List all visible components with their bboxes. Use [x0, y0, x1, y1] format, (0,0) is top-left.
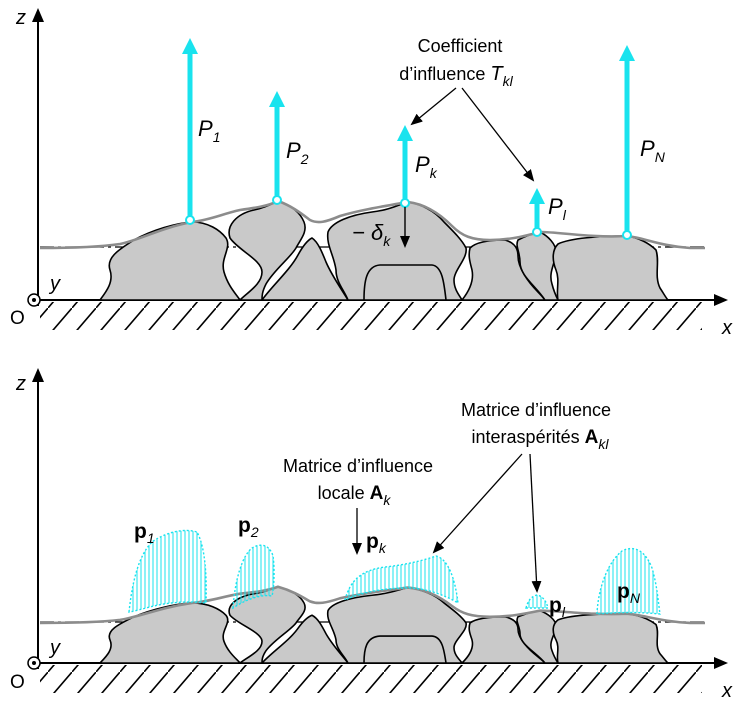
callout-local-text: locale — [318, 483, 370, 503]
label-pressure-pl-symbol: p — [549, 594, 562, 617]
label-displacement-dk: − δk — [352, 220, 391, 249]
label-pk-sub: k — [430, 165, 438, 181]
callout-local-line2: locale Ak — [318, 483, 392, 508]
pressure-distribution-p1 — [128, 529, 207, 613]
label-p2-sub: 2 — [300, 151, 309, 167]
pressure-distribution-p2 — [232, 544, 275, 610]
pressure-distribution-pk — [343, 555, 459, 605]
top-panel: z y O x P1 P2 Pk Pl PN — [10, 7, 733, 339]
label-pressure-pk: pk — [366, 530, 387, 556]
label-pressure-pn: pN — [617, 580, 641, 606]
bottom-y-label: y — [48, 637, 61, 659]
callout-local-line1: Matrice d’influence — [283, 456, 433, 476]
callout-coefficient-sub: kl — [503, 73, 514, 89]
force-p2: P2 — [269, 91, 309, 205]
bottom-origin-label: O — [10, 672, 25, 693]
callout-arrow-to-pk — [410, 87, 457, 126]
label-pressure-pk-symbol: p — [366, 530, 379, 553]
callout-local-sub: k — [383, 492, 391, 508]
label-pk-symbol: P — [415, 152, 430, 177]
label-pressure-p1-sub: 1 — [147, 530, 155, 546]
bottom-origin-y-dot — [32, 661, 36, 665]
bottom-z-label: z — [15, 373, 26, 395]
label-dk-symbol: − δ — [352, 220, 384, 245]
callout-inter-text: interaspérités — [472, 427, 585, 447]
label-p1: P1 — [198, 116, 220, 145]
label-pl-sub: l — [563, 207, 567, 223]
callout-local-symbol: A — [370, 483, 384, 504]
top-asperity-profile — [38, 199, 707, 302]
label-pressure-p2-sub: 2 — [250, 524, 259, 540]
force-pn: PN — [619, 45, 666, 240]
label-pn-sub: N — [655, 149, 666, 165]
label-pn-symbol: P — [640, 136, 655, 161]
contact-point-pl — [532, 227, 542, 237]
label-pressure-p1-symbol: p — [134, 520, 147, 543]
force-p1: P1 — [182, 38, 220, 225]
bottom-panel: z y O x p1 p2 pk pl pN Matrice d’influen… — [10, 368, 733, 702]
callout-arrow-to-pl — [461, 87, 535, 182]
bottom-ground-hatching — [40, 665, 702, 693]
label-pl: Pl — [548, 194, 567, 223]
contact-point-p2 — [272, 195, 282, 205]
contact-point-pn — [622, 230, 632, 240]
label-p2: P2 — [286, 138, 309, 167]
label-p2-symbol: P — [286, 138, 301, 163]
label-pressure-p1: p1 — [134, 520, 155, 546]
bottom-x-label: x — [721, 680, 733, 702]
callout-inter-symbol: A — [585, 427, 599, 448]
callout-coefficient-symbol: T — [490, 63, 504, 85]
label-pressure-pn-symbol: p — [617, 580, 630, 603]
label-pressure-pk-sub: k — [379, 540, 387, 556]
label-pressure-pl-sub: l — [562, 604, 566, 620]
label-pressure-p2-symbol: p — [238, 514, 251, 537]
callout-inter-arrow-to-pl — [529, 453, 542, 593]
label-dk-sub: k — [383, 233, 391, 249]
top-origin-label: O — [10, 308, 25, 329]
top-origin-y-dot — [32, 298, 36, 302]
callout-inter-line1: Matrice d’influence — [461, 400, 611, 420]
callout-inter-sub: kl — [598, 436, 609, 452]
label-p1-sub: 1 — [213, 129, 221, 145]
callout-coefficient-text: d’influence — [399, 64, 490, 84]
top-ground-hatching — [40, 302, 702, 330]
pressure-distribution-pl — [525, 594, 549, 609]
label-pressure-pl: pl — [549, 594, 566, 620]
force-pk: Pk — [397, 125, 438, 208]
label-pressure-pn-sub: N — [630, 590, 641, 606]
contact-point-pk — [400, 198, 410, 208]
label-pl-symbol: P — [548, 194, 563, 219]
top-x-label: x — [721, 317, 733, 339]
force-pl: Pl — [529, 188, 567, 237]
label-pk: Pk — [415, 152, 438, 181]
top-y-label: y — [48, 273, 61, 295]
top-z-label: z — [15, 7, 26, 29]
contact-point-p1 — [185, 215, 195, 225]
pressure-distribution-pn — [596, 547, 661, 615]
callout-inter-line2: interaspérités Akl — [472, 427, 610, 452]
label-p1-symbol: P — [198, 116, 213, 141]
callout-inter-arrow-to-pk — [432, 453, 523, 554]
label-pressure-p2: p2 — [238, 514, 259, 540]
callout-coefficient-line2: d’influence Tkl — [399, 63, 513, 89]
label-pn: PN — [640, 136, 666, 165]
callout-coefficient-line1: Coefficient — [418, 36, 503, 56]
